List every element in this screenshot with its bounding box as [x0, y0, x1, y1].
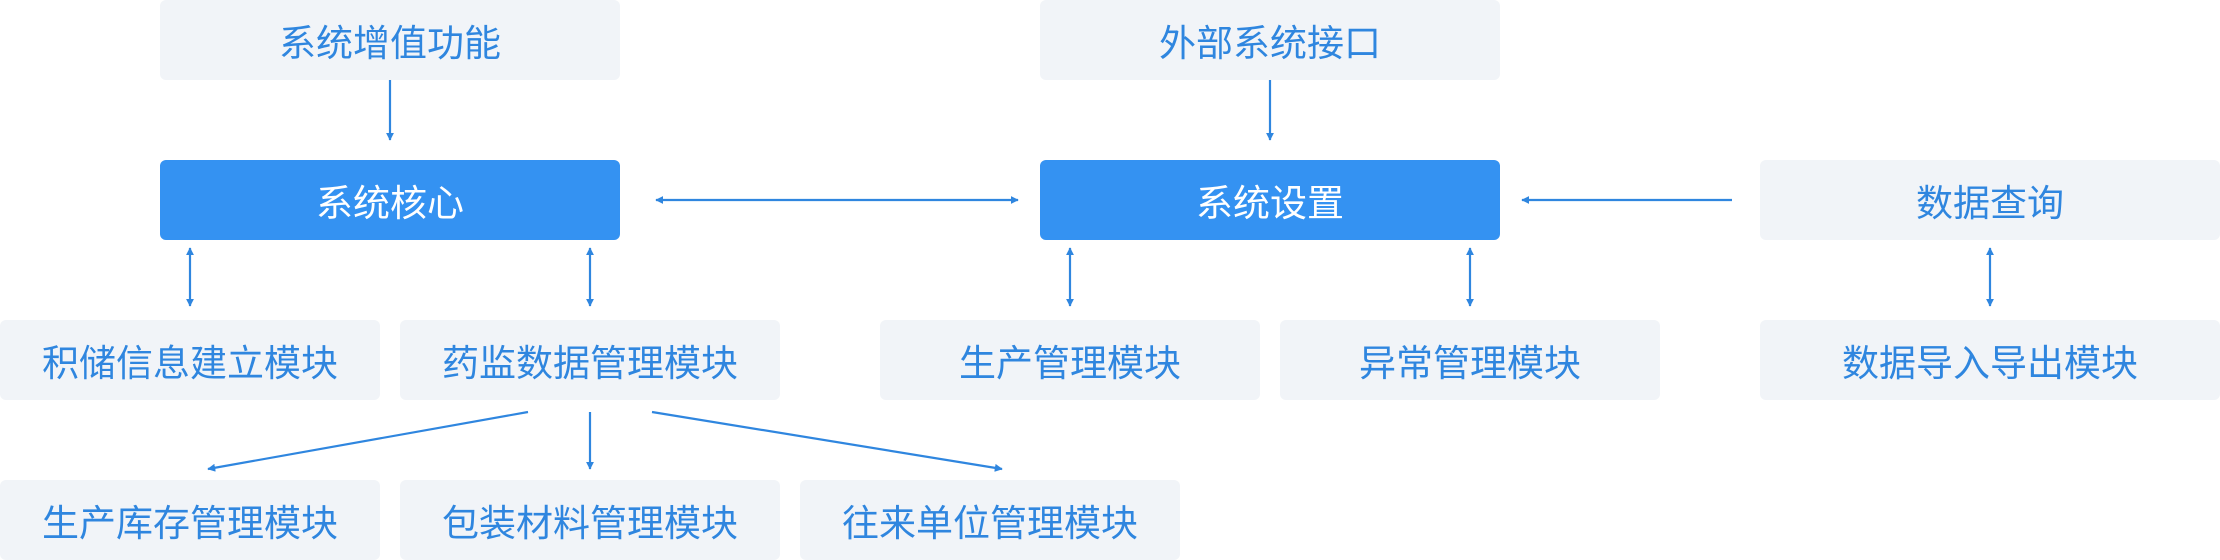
node-business-units: 往来单位管理模块: [800, 480, 1180, 560]
node-data-import-export: 数据导入导出模块: [1760, 320, 2220, 400]
node-value-added: 系统增值功能: [160, 0, 620, 80]
node-exception-mgmt: 异常管理模块: [1280, 320, 1660, 400]
node-system-settings: 系统设置: [1040, 160, 1500, 240]
node-production-mgmt: 生产管理模块: [880, 320, 1260, 400]
arrow-drug-to-business-units: [651, 410, 1003, 472]
arrow-drug-to-inventory: [207, 410, 529, 472]
node-system-core: 系统核心: [160, 160, 620, 240]
node-data-query: 数据查询: [1760, 160, 2220, 240]
node-drug-supervision: 药监数据管理模块: [400, 320, 780, 400]
node-reserve-info: 积储信息建立模块: [0, 320, 380, 400]
node-packaging-materials: 包装材料管理模块: [400, 480, 780, 560]
node-production-inventory: 生产库存管理模块: [0, 480, 380, 560]
node-external-interface: 外部系统接口: [1040, 0, 1500, 80]
